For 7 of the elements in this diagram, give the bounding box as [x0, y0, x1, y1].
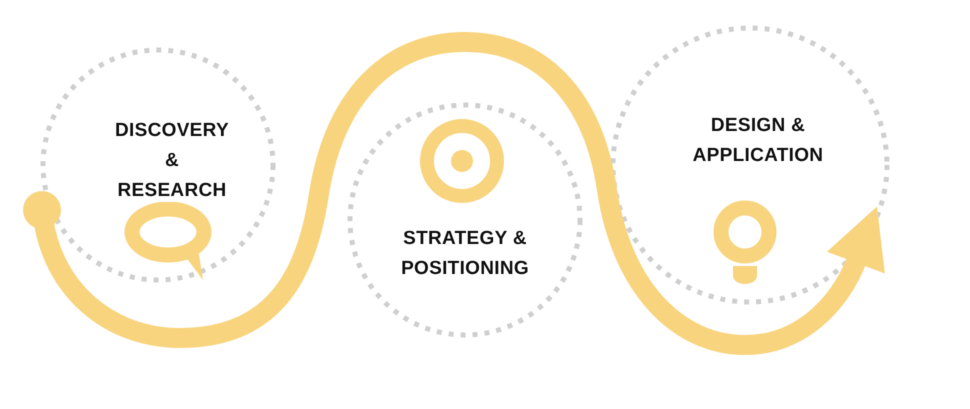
- stage-title: DISCOVERY & RESEARCH: [114, 119, 230, 203]
- stage-title: DESIGN & APPLICATION: [692, 114, 824, 168]
- dotted-circle: [610, 25, 890, 305]
- dotted-circle: [40, 47, 276, 283]
- stage-title: STRATEGY & POSITIONING: [400, 227, 530, 281]
- wave-arrow: [23, 32, 884, 355]
- dotted-circle: [347, 102, 583, 338]
